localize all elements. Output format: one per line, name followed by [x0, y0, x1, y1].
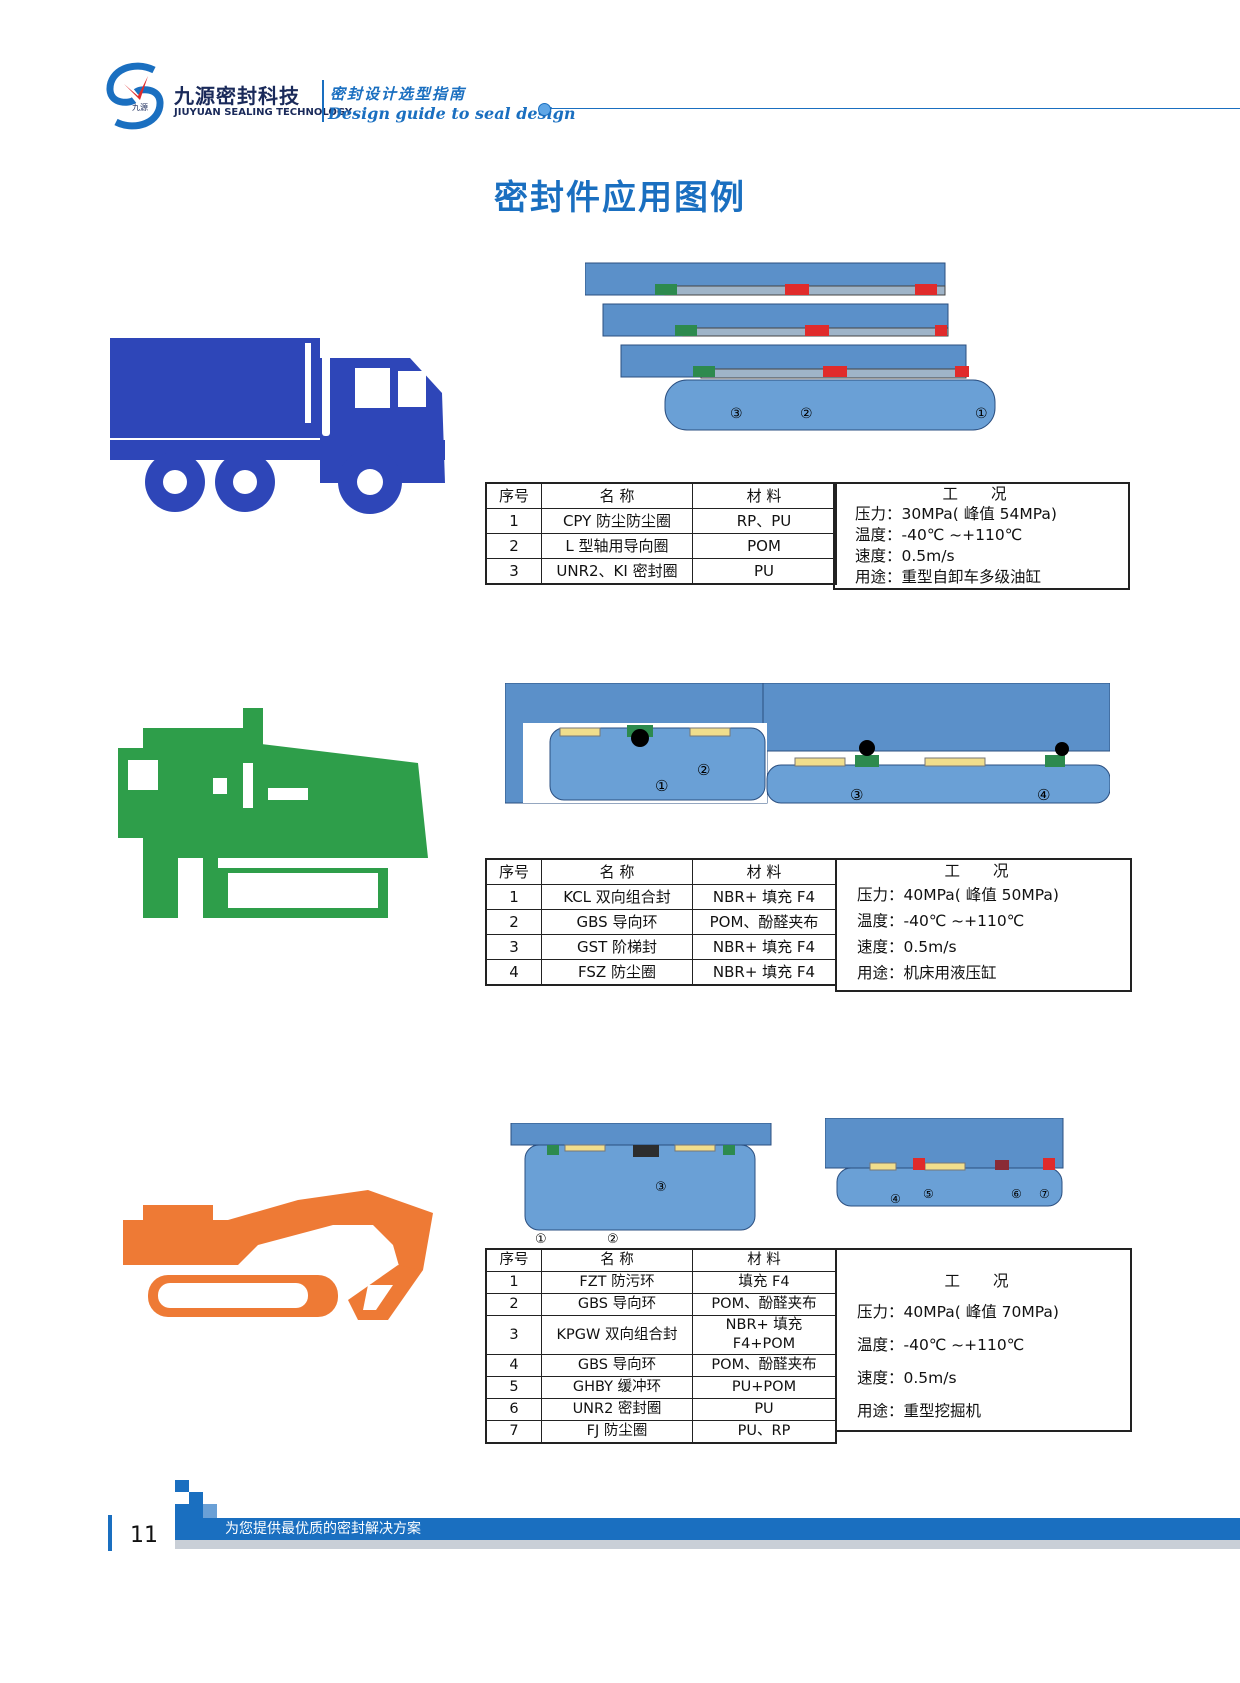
page-number-bar	[108, 1515, 112, 1551]
conditions-box-3: 工 况 压力：40MPa( 峰值 70MPa) 温度：-40℃ ~+110℃ 速…	[835, 1248, 1132, 1432]
logo-text: 九源	[132, 103, 148, 112]
guide-title-cn: 密封设计选型指南	[330, 85, 467, 103]
callout-2-3: ③	[850, 786, 863, 804]
footer-decor-icon	[175, 1504, 203, 1518]
excavator-icon	[123, 1190, 433, 1320]
footer-bar	[175, 1518, 1240, 1540]
brand-name-en: JIUYUAN SEALING TECHNOLOGY	[174, 107, 353, 118]
brand-name-cn: 九源密封科技	[174, 84, 300, 108]
footer-decor-icon	[189, 1492, 203, 1504]
footer-shadow-bar	[175, 1540, 1240, 1549]
lathe-machine-icon	[118, 708, 428, 918]
seal-diagram-1: ③ ② ①	[585, 262, 996, 431]
footer-slogan: 为您提供最优质的密封解决方案	[225, 1521, 421, 1537]
page-title: 密封件应用图例	[494, 178, 746, 218]
footer-decor-icon	[203, 1504, 217, 1518]
col-name: 名 称	[541, 482, 693, 509]
callout-3-3: ③	[655, 1180, 667, 1195]
header-dot-icon	[538, 103, 551, 116]
table-header-row: 序号 名 称 材 料	[485, 482, 837, 509]
header-separator	[322, 80, 324, 122]
page-number: 11	[130, 1523, 158, 1548]
callout-2-4: ④	[1037, 786, 1050, 804]
table-header-row: 序号 名 称 材 料	[485, 1248, 837, 1272]
col-material: 材 料	[692, 482, 837, 509]
conditions-title: 工 况	[942, 485, 1021, 503]
guide-title-en: Design guide to seal design	[328, 104, 576, 123]
callout-3-7: ⑦	[1039, 1187, 1050, 1201]
callout-3-1: ①	[535, 1232, 547, 1245]
callout-3-5: ⑤	[923, 1187, 934, 1201]
callout-3-6: ⑥	[1011, 1187, 1022, 1201]
seal-diagram-3a: ① ② ③	[510, 1123, 772, 1245]
seal-diagram-2: ① ② ③ ④	[505, 683, 1110, 804]
col-no: 序号	[485, 482, 542, 509]
company-logo-icon: 九源	[106, 62, 164, 130]
callout-3-2: ②	[607, 1232, 619, 1245]
conditions-box-2: 工 况 压力：40MPa( 峰值 50MPa) 温度：-40℃ ~+110℃ 速…	[835, 858, 1132, 992]
callout-1-1: ①	[975, 406, 988, 422]
dump-truck-icon	[110, 338, 445, 514]
callout-2-1: ①	[655, 777, 668, 795]
callout-1-3: ③	[730, 406, 743, 422]
conditions-box-1: 工 况 压力：30MPa( 峰值 54MPa) 温度：-40℃ ~+110℃ 速…	[833, 482, 1130, 590]
callout-1-2: ②	[800, 406, 813, 422]
footer-decor-icon	[175, 1480, 189, 1492]
header-rule	[540, 108, 1240, 109]
callout-2-2: ②	[697, 761, 710, 779]
callout-3-4: ④	[890, 1192, 901, 1206]
table-header-row: 序号 名 称 材 料	[485, 858, 837, 885]
seal-diagram-3b: ④ ⑤ ⑥ ⑦	[825, 1118, 1064, 1207]
